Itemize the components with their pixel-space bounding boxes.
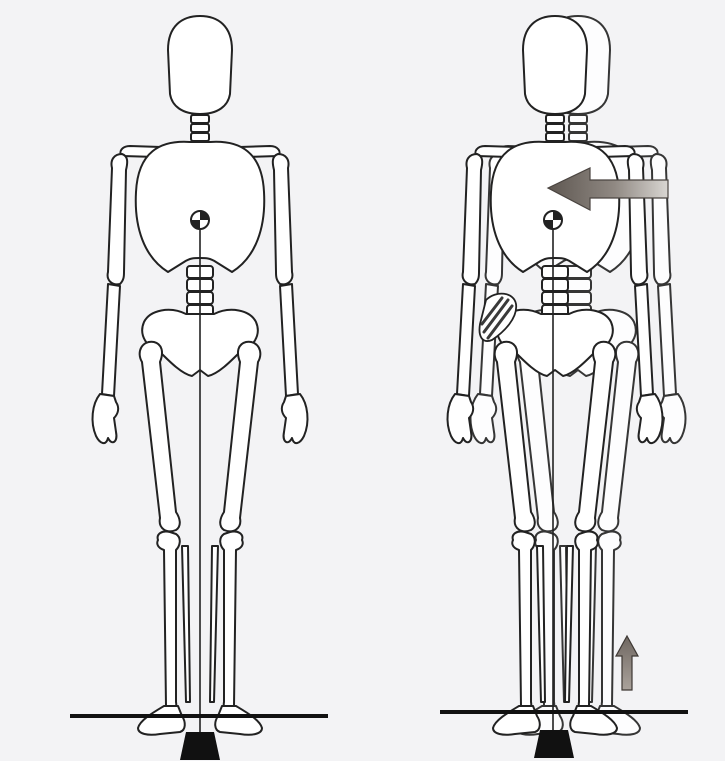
panel-right [440, 16, 688, 758]
base-support-left [180, 732, 220, 760]
lift-arrow [616, 636, 638, 690]
panel-left [70, 16, 328, 760]
center-of-mass-left [191, 211, 209, 229]
base-support-right [534, 730, 574, 758]
center-of-mass-right [544, 211, 562, 229]
